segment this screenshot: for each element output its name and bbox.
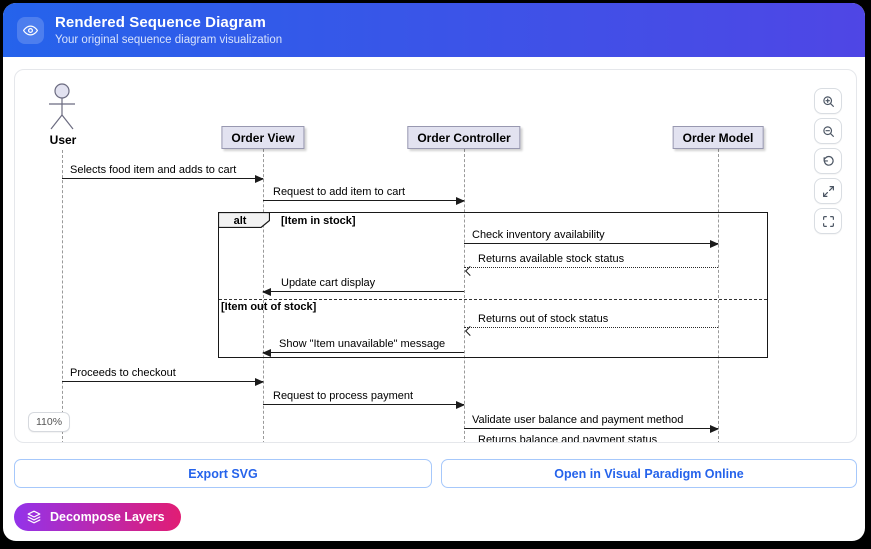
lifeline-user: [62, 150, 63, 442]
alt-operator-label: alt: [233, 214, 247, 227]
message-10: Validate user balance and payment method: [464, 413, 719, 433]
arrowhead-icon: [262, 349, 271, 357]
decompose-layers-button[interactable]: Decompose Layers: [14, 503, 181, 531]
eye-icon: [17, 16, 44, 44]
zoom-out-icon: [822, 125, 834, 137]
lifeline-order-model: [718, 149, 719, 442]
zoom-in-icon: [822, 95, 834, 107]
decompose-layers-label: Decompose Layers: [50, 510, 165, 524]
actor-name: User: [49, 133, 77, 147]
page-title: Rendered Sequence Diagram: [55, 13, 266, 31]
message-line: [263, 200, 464, 201]
zoom-in-button[interactable]: [814, 88, 842, 114]
expand-icon: [822, 185, 834, 197]
fullscreen-icon: [822, 215, 834, 227]
zoom-level-badge: 110%: [28, 412, 71, 432]
message-7: Show "Item unavailable" message: [262, 337, 464, 357]
message-label: Request to process payment: [273, 390, 414, 402]
message-label: Selects food item and adds to cart: [70, 164, 237, 176]
message-label: Show "Item unavailable" message: [279, 338, 446, 350]
message-label: Update cart display: [281, 277, 376, 289]
message-line: [464, 327, 718, 328]
diagram-viewer-card: User Order View Order Controller Order M…: [14, 69, 857, 443]
message-label: Validate user balance and payment method: [472, 414, 684, 426]
message-line: [263, 404, 464, 405]
message-line: [464, 243, 718, 244]
message-label: Returns available stock status: [478, 253, 625, 265]
alt-guard-2: [Item out of stock]: [221, 301, 317, 313]
message-line: [62, 178, 263, 179]
alt-frame: alt [Item in stock] [Item out of stock]: [218, 212, 768, 358]
message-label: Request to add item to cart: [273, 186, 406, 198]
message-3: Check inventory availability: [464, 228, 719, 248]
fullscreen-button[interactable]: [814, 208, 842, 234]
message-label: Returns out of stock status: [478, 313, 609, 325]
message-11: Returns balance and payment status: [464, 433, 718, 443]
participant-order-controller: Order Controller: [407, 126, 521, 149]
alt-operator-pentagon: [218, 212, 270, 228]
reset-view-button[interactable]: [814, 148, 842, 174]
viewer-toolbar: [814, 88, 842, 234]
message-line: [263, 291, 464, 292]
message-5: Update cart display: [262, 276, 464, 296]
participant-order-model: Order Model: [672, 126, 764, 149]
page-subtitle: Your original sequence diagram visualiza…: [55, 33, 283, 46]
app-window: Rendered Sequence Diagram Your original …: [3, 3, 865, 541]
arrowhead-icon: [262, 288, 271, 296]
message-8: Proceeds to checkout: [62, 366, 264, 386]
arrowhead-icon: [710, 240, 719, 248]
alt-divider: [219, 299, 767, 300]
arrowhead-icon: [456, 401, 465, 409]
lifeline-order-controller: [464, 149, 465, 442]
arrowhead-icon: [255, 378, 264, 386]
message-4: Returns available stock status: [464, 252, 718, 276]
arrowhead-icon: [456, 197, 465, 205]
participant-order-view: Order View: [221, 126, 305, 149]
reset-view-icon: [823, 155, 834, 166]
alt-guard-1: [Item in stock]: [281, 215, 356, 227]
arrowhead-icon: [255, 175, 264, 183]
message-1: Selects food item and adds to cart: [62, 163, 264, 183]
layers-icon: [27, 510, 41, 524]
zoom-out-button[interactable]: [814, 118, 842, 144]
message-label: Returns balance and payment status: [478, 434, 658, 443]
diagram-canvas[interactable]: User Order View Order Controller Order M…: [15, 70, 856, 442]
header: Rendered Sequence Diagram Your original …: [3, 3, 865, 57]
arrowhead-icon: [710, 425, 719, 433]
message-9: Request to process payment: [263, 389, 465, 409]
open-visual-paradigm-button[interactable]: Open in Visual Paradigm Online: [441, 459, 857, 488]
actor-figure: [49, 83, 75, 130]
message-label: Proceeds to checkout: [70, 367, 176, 379]
message-line: [263, 352, 464, 353]
message-6: Returns out of stock status: [464, 312, 718, 336]
message-line: [62, 381, 263, 382]
message-label: Check inventory availability: [472, 229, 605, 241]
export-svg-button[interactable]: Export SVG: [14, 459, 432, 488]
expand-button[interactable]: [814, 178, 842, 204]
message-2: Request to add item to cart: [263, 185, 465, 205]
message-line: [464, 428, 718, 429]
message-line: [464, 267, 718, 268]
header-text: Rendered Sequence Diagram Your original …: [55, 13, 282, 48]
